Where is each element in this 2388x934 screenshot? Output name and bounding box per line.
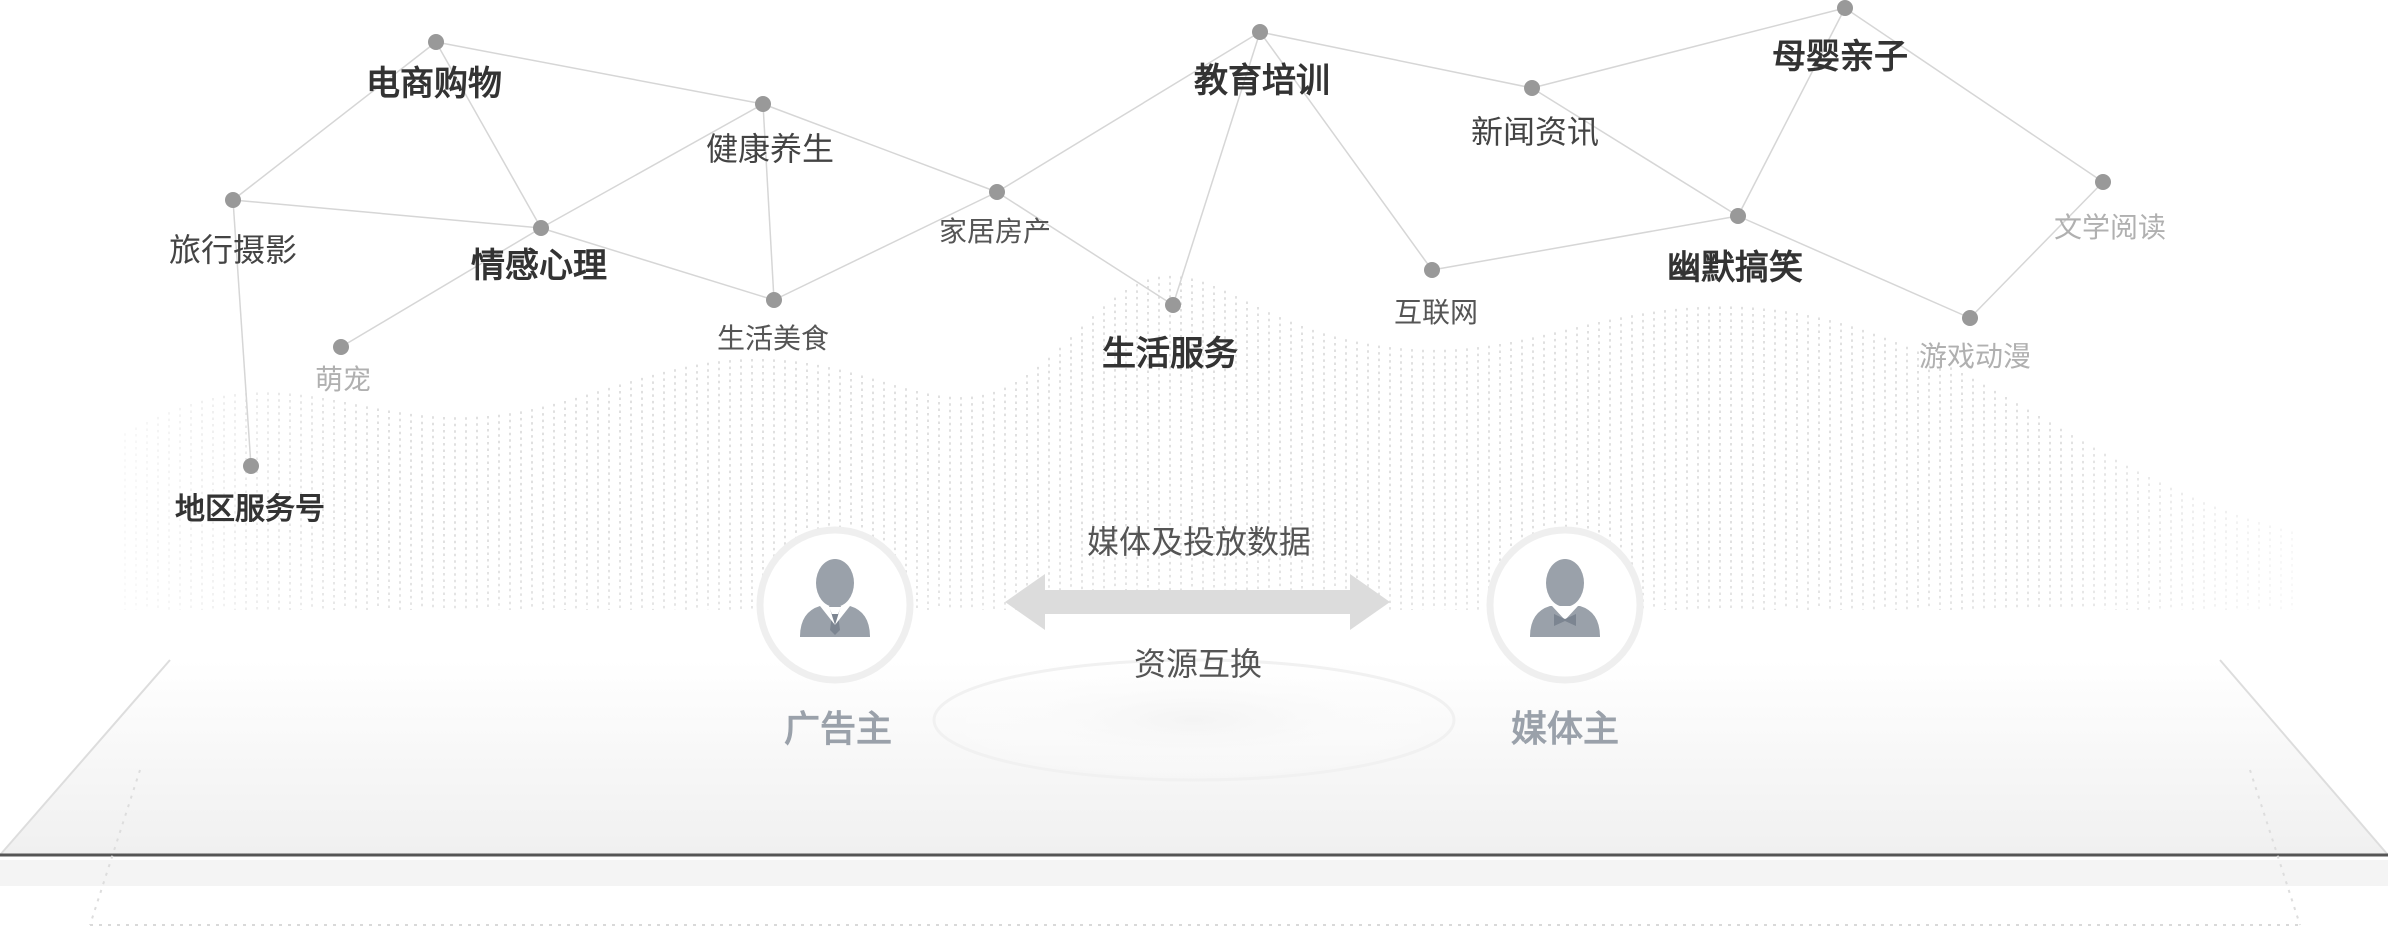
node-food	[766, 292, 782, 308]
node-pets	[333, 339, 349, 355]
category-label-internet: 互联网	[1393, 296, 1479, 329]
category-label-education: 教育培训	[1194, 61, 1330, 101]
category-label-regional: 地区服务号	[175, 492, 325, 527]
category-label-travel: 旅行摄影	[168, 231, 298, 269]
node-ecommerce	[428, 34, 444, 50]
node-literature	[2095, 174, 2111, 190]
edge-internet-humor	[1431, 215, 1739, 271]
edge-ecommerce-emotion	[435, 41, 542, 229]
edge-games-literature	[1969, 181, 2104, 319]
businessman-icon	[800, 559, 870, 637]
edge-ecommerce-health	[435, 41, 764, 105]
edge-home-education	[996, 31, 1261, 193]
category-label-literature: 文学阅读	[2053, 211, 2167, 244]
exchange-top-label: 媒体及投放数据	[1086, 523, 1312, 561]
edge-humor-games	[1737, 215, 1971, 319]
network-edges	[232, 7, 2104, 467]
category-label-ecommerce: 电商购物	[366, 64, 502, 104]
category-label-parenting: 母婴亲子	[1772, 37, 1908, 77]
node-health	[755, 96, 771, 112]
edge-education-internet	[1259, 31, 1433, 271]
edge-health-home	[762, 103, 998, 193]
edge-parenting-humor	[1737, 7, 1846, 217]
edge-travel-emotion	[232, 199, 542, 229]
bowtie-person-icon	[1530, 559, 1600, 637]
edge-education-life-service	[1172, 31, 1261, 306]
exchange-bottom-label: 资源互换	[1133, 645, 1263, 683]
node-emotion	[533, 220, 549, 236]
edge-news-parenting	[1531, 7, 1846, 89]
category-label-news: 新闻资讯	[1470, 113, 1600, 151]
advertiser-label: 广告主	[783, 709, 893, 750]
edge-food-home	[773, 191, 998, 301]
edge-emotion-pets	[340, 227, 542, 348]
category-label-life-service: 生活服务	[1102, 334, 1238, 374]
category-label-humor: 幽默搞笑	[1667, 248, 1803, 288]
advertiser-badge	[756, 526, 914, 684]
node-home	[989, 184, 1005, 200]
edge-emotion-food	[540, 227, 775, 301]
category-label-pets: 萌宠	[314, 363, 372, 396]
node-news	[1524, 80, 1540, 96]
double-arrow	[1005, 574, 1390, 630]
edge-ecommerce-travel	[232, 41, 437, 201]
media-owner-label: 媒体主	[1510, 709, 1620, 750]
node-regional	[243, 458, 259, 474]
node-humor	[1730, 208, 1746, 224]
category-label-emotion: 情感心理	[471, 246, 607, 286]
category-label-food: 生活美食	[716, 322, 830, 355]
category-label-health: 健康养生	[705, 130, 835, 168]
edge-health-food	[762, 103, 775, 301]
edge-home-life-service	[996, 191, 1174, 306]
edge-news-humor	[1531, 87, 1739, 217]
edge-emotion-health	[540, 103, 764, 229]
category-label-games: 游戏动漫	[1918, 340, 2032, 373]
network-nodes	[225, 0, 2111, 474]
node-travel	[225, 192, 241, 208]
node-life-service	[1165, 297, 1181, 313]
category-label-home: 家居房产	[938, 215, 1052, 248]
edge-travel-regional	[232, 199, 252, 467]
node-internet	[1424, 262, 1440, 278]
node-parenting	[1837, 0, 1853, 16]
edge-education-news	[1259, 31, 1533, 89]
media-owner-badge	[1486, 526, 1644, 684]
platform	[0, 658, 2388, 926]
edge-parenting-literature	[1844, 7, 2104, 183]
node-games	[1962, 310, 1978, 326]
node-education	[1252, 24, 1268, 40]
